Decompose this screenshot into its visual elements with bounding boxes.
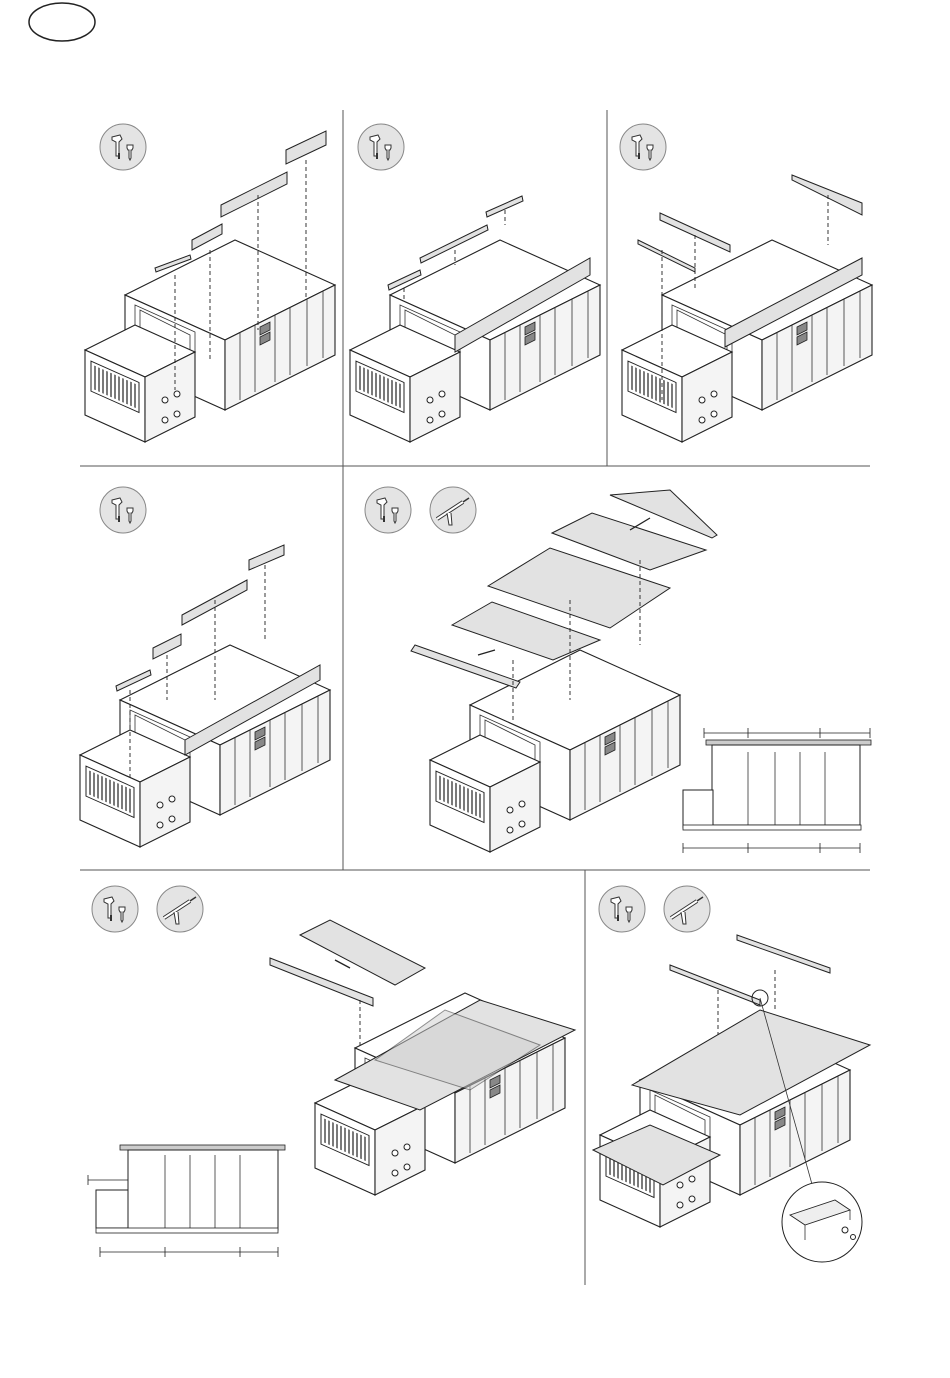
wrench-screw-icon <box>620 124 666 170</box>
wrench-screw-icon <box>100 487 146 533</box>
wrench-screw-icon <box>92 886 138 932</box>
step-4-panel <box>80 487 330 847</box>
wrench-screw-icon <box>100 124 146 170</box>
side-elevation <box>88 1145 285 1257</box>
step-7-panel <box>593 886 870 1262</box>
step-1-panel <box>85 124 335 442</box>
step-5-panel <box>365 487 871 853</box>
wrench-screw-icon <box>365 487 411 533</box>
language-badge <box>29 3 95 41</box>
step-6-panel <box>88 886 575 1257</box>
wrench-screw-icon <box>599 886 645 932</box>
wrench-screw-icon <box>358 124 404 170</box>
step-3-panel <box>620 124 872 442</box>
side-elevation <box>683 728 871 853</box>
sealant-gun-icon <box>664 886 710 932</box>
sealant-gun-icon <box>157 886 203 932</box>
step-2-panel <box>350 124 600 442</box>
sealant-gun-icon <box>430 487 476 533</box>
detail-zoom-circle <box>782 1182 862 1262</box>
